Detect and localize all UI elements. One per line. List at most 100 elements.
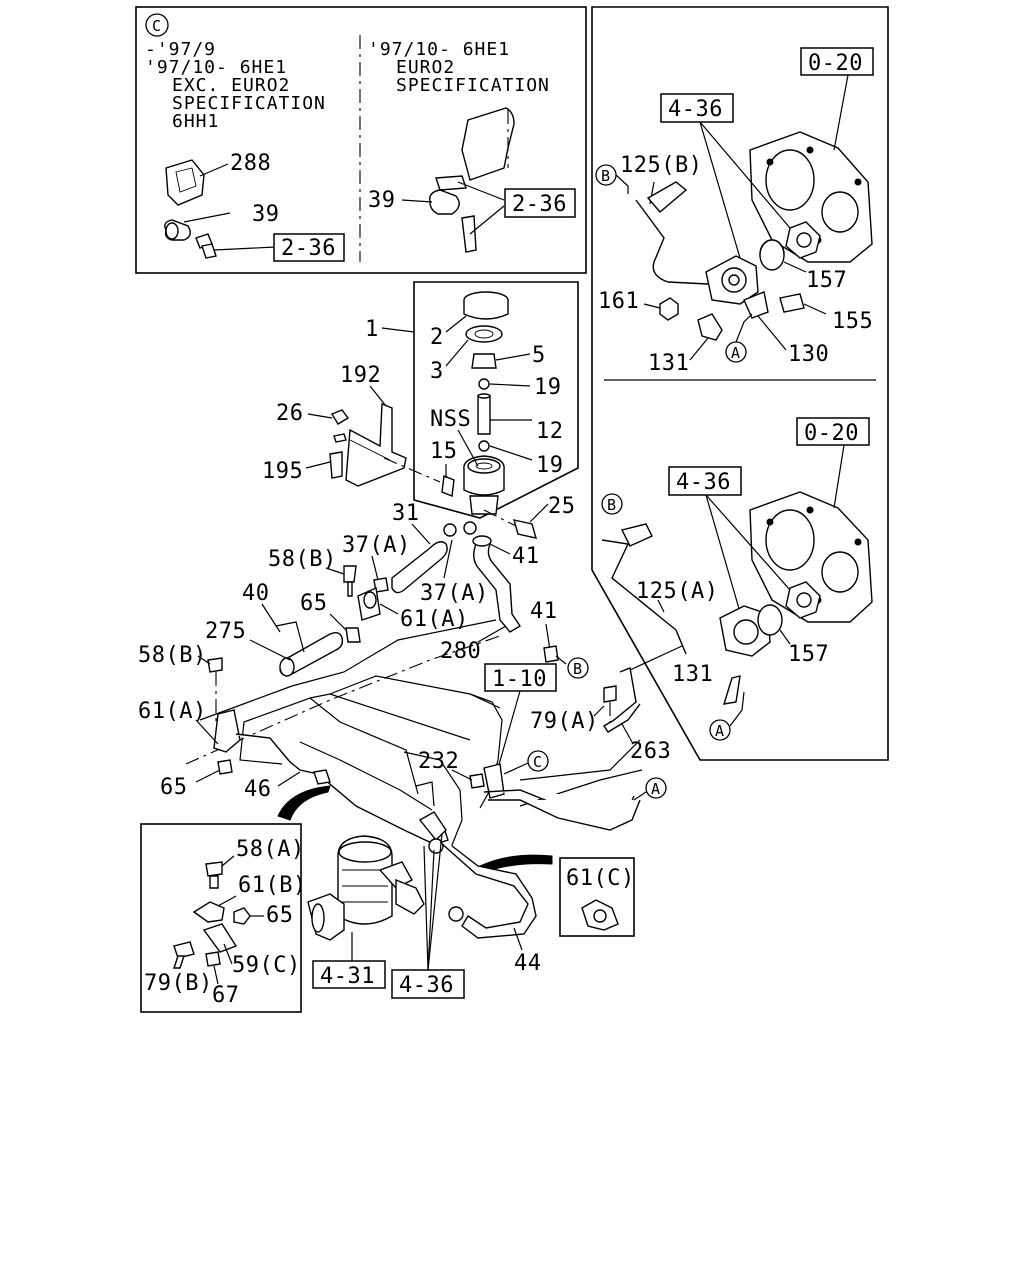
spec-right-1: '97/10- 6HE1	[368, 39, 510, 60]
pipe-46	[235, 733, 439, 847]
ref-4-31: 4-31	[320, 964, 375, 989]
inset-clip: 61(C)	[559, 857, 635, 937]
ref-0-20-lower-box	[796, 417, 870, 446]
steering-pump-unit	[307, 811, 464, 941]
marker-a-main-circle	[645, 777, 667, 799]
reservoir-group-frame	[413, 281, 579, 519]
main-assembly: 1 2 3 5 19 12 NSS 15	[138, 281, 683, 999]
clamp-61a-lower	[213, 709, 241, 753]
label-157-lower: 157	[788, 642, 829, 667]
label-12: 12	[536, 419, 564, 444]
hose-31	[391, 541, 448, 594]
ref-4-36-lower: 4-36	[676, 470, 731, 495]
label-67: 67	[212, 983, 240, 1008]
gear-housing-upper	[749, 131, 873, 269]
ref-1-10-box	[484, 663, 557, 692]
ref-2-36-left-box	[273, 233, 345, 262]
ref-2-36-right: 2-36	[512, 192, 567, 217]
label-79b: 79(B)	[144, 971, 213, 996]
arrow-right	[479, 854, 553, 873]
label-157-upper: 157	[806, 268, 847, 293]
arrow-left	[277, 785, 331, 821]
label-79a: 79(A)	[530, 709, 599, 734]
label-31: 31	[392, 501, 420, 526]
ref-2-36-left: 2-36	[281, 236, 336, 261]
bolt-25	[513, 519, 537, 539]
ref-0-20-upper-box	[800, 47, 874, 76]
label-155: 155	[832, 309, 873, 334]
inset-clip-frame	[559, 857, 635, 937]
ref-4-36-upper: 4-36	[668, 97, 723, 122]
marker-a-lower: A	[715, 722, 725, 740]
label-40: 40	[242, 581, 270, 606]
label-26: 26	[276, 401, 304, 426]
marker-b-main-circle	[567, 657, 589, 679]
marker-c-main-circle	[527, 750, 549, 772]
label-3: 3	[430, 359, 444, 384]
label-5: 5	[532, 343, 546, 368]
marker-b-upper: B	[601, 167, 611, 185]
label-232: 232	[418, 749, 459, 774]
ref-0-20-lower: 0-20	[804, 421, 859, 446]
label-19-upper: 19	[534, 375, 562, 400]
label-263: 263	[630, 739, 671, 764]
marker-b-main: B	[573, 660, 583, 678]
label-37a-lower: 37(A)	[420, 581, 489, 606]
marker-a-upper: A	[731, 344, 741, 362]
label-41-upper: 41	[512, 544, 540, 569]
ref-4-36-lower-box	[668, 466, 742, 496]
label-275: 275	[205, 619, 246, 644]
label-59c: 59(C)	[232, 953, 301, 978]
pipe-125a	[601, 539, 687, 655]
inset-bolts: 58(A) 61(B) 65 59(C) 79(B) 67	[140, 823, 307, 1013]
label-161: 161	[598, 289, 639, 314]
spec-line-4: SPECIFICATION	[172, 93, 326, 114]
label-288: 288	[230, 151, 271, 176]
panel-c-frame	[135, 6, 587, 274]
bracket-288-drawing	[164, 159, 277, 259]
label-1: 1	[365, 317, 379, 342]
bracket-192-drawing	[329, 402, 407, 487]
label-nss: NSS	[430, 407, 471, 432]
spec-right-3: SPECIFICATION	[396, 75, 550, 96]
marker-c-circle	[145, 13, 169, 37]
label-58b-lower: 58(B)	[138, 643, 207, 668]
spec-line-1: -'97/9	[145, 39, 216, 60]
reservoir-drawing	[441, 291, 509, 515]
label-39-right: 39	[368, 188, 396, 213]
ref-4-36-upper-box	[660, 93, 734, 123]
ref-0-20-upper: 0-20	[808, 51, 863, 76]
marker-b-lower: B	[607, 496, 617, 514]
label-192: 192	[340, 363, 381, 388]
label-39-left: 39	[252, 202, 280, 227]
label-25: 25	[548, 494, 576, 519]
marker-a-lower-circle	[709, 719, 731, 741]
spec-line-3: EXC. EURO2	[172, 75, 290, 96]
bracket-263	[603, 667, 641, 733]
marker-c-main: C	[533, 753, 543, 771]
label-58b-upper: 58(B)	[268, 547, 337, 572]
label-131-lower: 131	[672, 662, 713, 687]
spec-line-2: '97/10- 6HE1	[145, 57, 287, 78]
panel-pump-frame	[591, 6, 889, 761]
label-44: 44	[514, 951, 542, 976]
inset-bolts-frame	[140, 823, 302, 1013]
label-125b: 125(B)	[620, 153, 702, 178]
label-46: 46	[244, 777, 272, 802]
label-2: 2	[430, 325, 444, 350]
hose-280	[473, 543, 521, 633]
label-58a: 58(A)	[236, 837, 305, 862]
pipe-125b	[635, 199, 709, 285]
spec-line-5: 6HH1	[172, 111, 219, 132]
marker-b-lower-circle	[601, 493, 623, 515]
label-61b: 61(B)	[238, 873, 307, 898]
label-61a-lower: 61(A)	[138, 699, 207, 724]
ref-1-10: 1-10	[492, 667, 547, 692]
label-65-lower: 65	[160, 775, 188, 800]
pipe-44	[439, 841, 537, 939]
gear-housing-lower	[749, 491, 873, 623]
spec-right-2: EURO2	[396, 57, 455, 78]
ref-4-31-box	[312, 960, 386, 989]
label-125a: 125(A)	[636, 579, 718, 604]
